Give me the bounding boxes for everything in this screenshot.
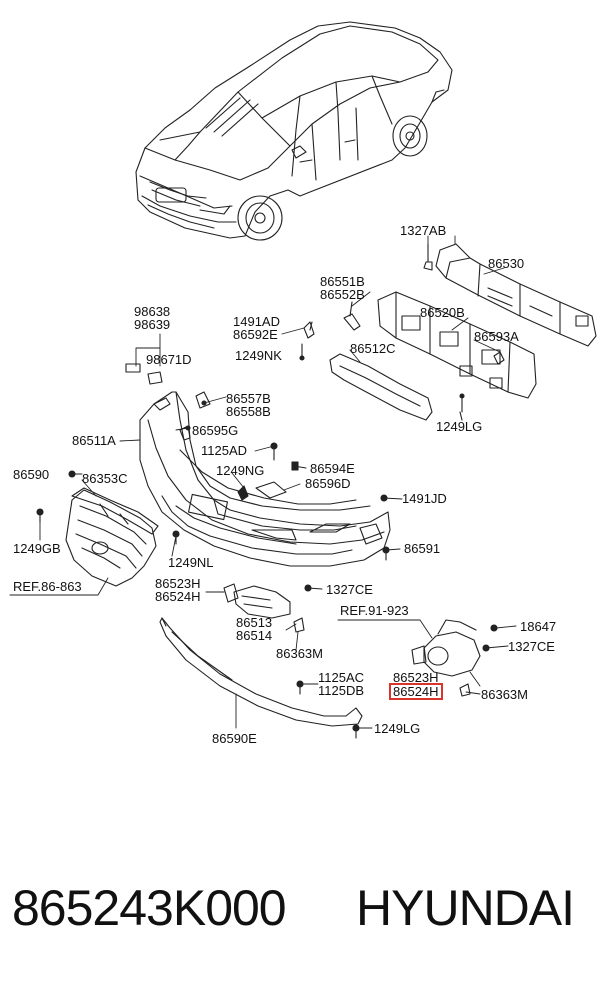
- label-ref-91-923: REF.91-923: [340, 603, 409, 618]
- label-1249GB: 1249GB: [13, 541, 61, 556]
- bumper-cover: [139, 391, 391, 567]
- label-1327CE-left: 1327CE: [326, 582, 373, 597]
- label-86551B: 86551B: [320, 274, 365, 289]
- label-1491JD: 1491JD: [402, 491, 447, 506]
- label-98639: 98639: [134, 317, 171, 332]
- screws: [36, 363, 498, 739]
- label-1327CE-right: 1327CE: [508, 639, 555, 654]
- label-1249LG-lower: 1249LG: [374, 721, 421, 736]
- label-86596D: 86596D: [305, 476, 351, 491]
- label-86557B: 86557B: [226, 391, 271, 406]
- label-1249NL: 1249NL: [168, 555, 214, 570]
- label-86520B: 86520B: [420, 305, 465, 320]
- label-86595G: 86595G: [192, 423, 239, 438]
- label-86594E: 86594E: [310, 461, 355, 476]
- energy-absorber: [377, 291, 537, 399]
- label-86514: 86514: [236, 628, 273, 643]
- label-86523H-left: 86523H: [155, 576, 201, 591]
- label-86523H-right: 86523H: [393, 670, 439, 685]
- label-86552B: 86552B: [320, 287, 365, 302]
- label-1125DB: 1125DB: [318, 683, 365, 698]
- label-1249NG: 1249NG: [216, 463, 265, 478]
- brand-caption: HYUNDAI: [356, 880, 575, 936]
- label-86524H-highlighted: 86524H: [389, 683, 443, 700]
- label-98671D: 98671D: [146, 352, 192, 367]
- label-86591: 86591: [404, 541, 441, 556]
- label-1125AC: 1125AC: [318, 670, 365, 685]
- label-86590: 86590: [13, 467, 50, 482]
- fasteners-upper: [299, 243, 505, 421]
- car-illustration: [135, 21, 453, 241]
- label-1125AD: 1125AD: [201, 443, 248, 458]
- label-86363M-right: 86363M: [481, 687, 528, 702]
- fog-lamp-assembly: [411, 619, 481, 697]
- label-86511A: 86511A: [72, 433, 116, 448]
- label-86353C: 86353C: [82, 471, 128, 486]
- part-number-caption: 865243K000: [12, 880, 287, 936]
- label-86530: 86530: [488, 256, 525, 271]
- fog-lamp-bezel: [223, 583, 305, 633]
- label-1327AB: 1327AB: [400, 223, 447, 238]
- label-86590E: 86590E: [212, 731, 257, 746]
- label-86512C: 86512C: [350, 341, 396, 356]
- label-86524H-left: 86524H: [155, 589, 201, 604]
- label-86592E: 86592E: [233, 327, 278, 342]
- label-86558B: 86558B: [226, 404, 271, 419]
- label-1491AD: 1491AD: [233, 314, 280, 329]
- bracket-upper: [329, 353, 433, 421]
- grille-insert: [179, 425, 287, 499]
- label-86593A: 86593A: [474, 329, 519, 344]
- label-98638: 98638: [134, 304, 171, 319]
- radiator-grille: [65, 487, 159, 587]
- label-1249LG-upper: 1249LG: [436, 419, 483, 434]
- label-1249NK: 1249NK: [235, 348, 282, 363]
- label-86363M-left: 86363M: [276, 646, 323, 661]
- bumper-reinforcement: [435, 243, 597, 347]
- label-86513: 86513: [236, 615, 273, 630]
- leader-lines: [9, 235, 517, 729]
- label-ref-86-863: REF.86-863: [13, 579, 82, 594]
- lower-bumper-strip: [159, 617, 363, 727]
- label-18647: 18647: [520, 619, 557, 634]
